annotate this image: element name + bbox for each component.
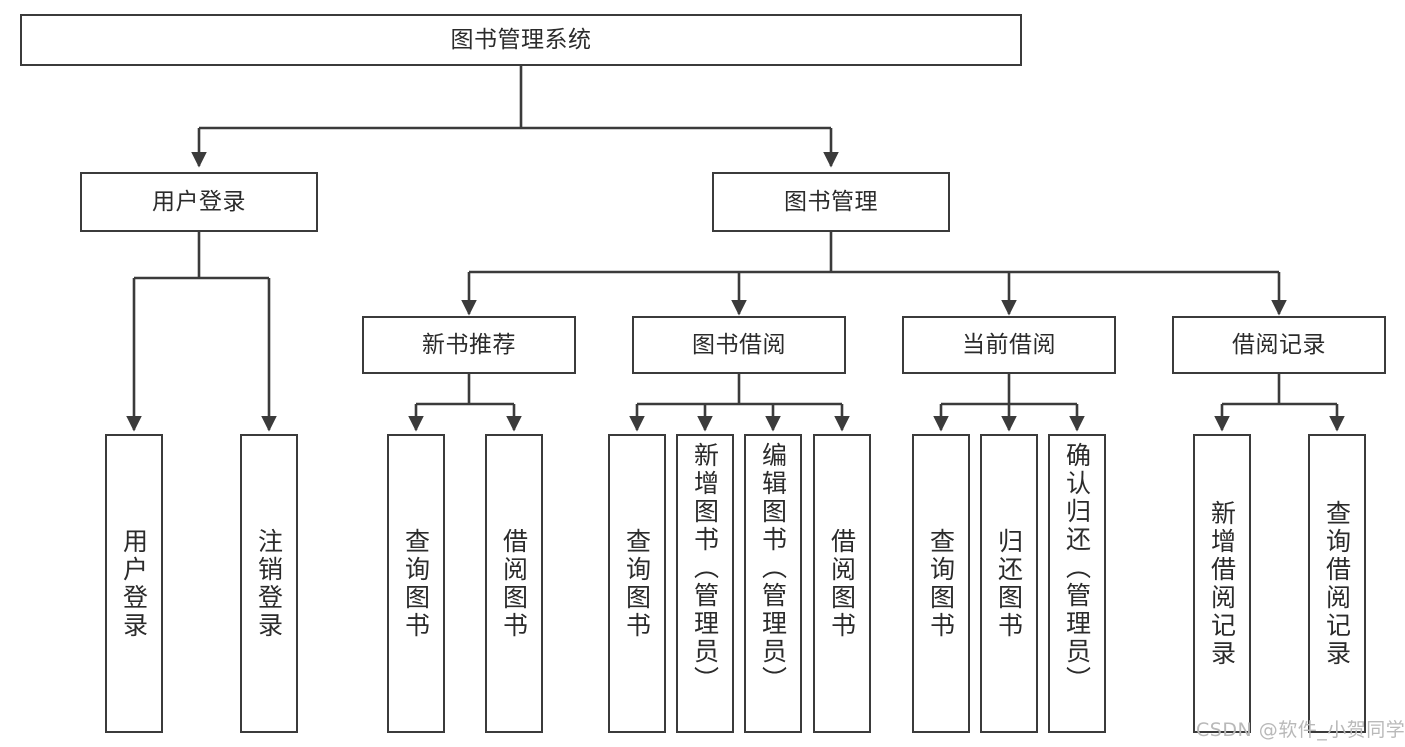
node-new-book-recommend-label: 新书推荐 xyxy=(422,331,516,358)
leaf-logout-login[interactable]: 注销登录 xyxy=(240,434,298,733)
leaf-confirm-return-admin-label: 确认归还（管理员） xyxy=(1062,442,1092,694)
leaf-borrow-book-2-label: 借阅图书 xyxy=(827,527,857,640)
leaf-user-login-label: 用户登录 xyxy=(119,527,149,640)
node-book-borrow[interactable]: 图书借阅 xyxy=(632,316,846,374)
leaf-edit-book-admin-label: 编辑图书（管理员） xyxy=(758,442,788,694)
leaf-add-book-admin[interactable]: 新增图书（管理员） xyxy=(676,434,734,733)
leaf-query-book-2-label: 查询图书 xyxy=(622,527,652,640)
node-current-borrow[interactable]: 当前借阅 xyxy=(902,316,1116,374)
leaf-return-book-label: 归还图书 xyxy=(994,527,1024,640)
leaf-confirm-return-admin[interactable]: 确认归还（管理员） xyxy=(1048,434,1106,733)
leaf-query-borrow-record-label: 查询借阅记录 xyxy=(1322,499,1352,668)
leaf-user-login[interactable]: 用户登录 xyxy=(105,434,163,733)
csdn-watermark: CSDN @软件_小贺同学 xyxy=(1196,719,1405,741)
leaf-query-borrow-record[interactable]: 查询借阅记录 xyxy=(1308,434,1366,733)
leaf-query-book-3[interactable]: 查询图书 xyxy=(912,434,970,733)
leaf-query-book-1[interactable]: 查询图书 xyxy=(387,434,445,733)
leaf-query-book-2[interactable]: 查询图书 xyxy=(608,434,666,733)
leaf-add-borrow-record-label: 新增借阅记录 xyxy=(1207,499,1237,668)
leaf-add-book-admin-label: 新增图书（管理员） xyxy=(690,442,720,694)
node-borrow-record-label: 借阅记录 xyxy=(1232,331,1326,358)
node-root-label: 图书管理系统 xyxy=(450,26,592,53)
node-book-management[interactable]: 图书管理 xyxy=(712,172,950,232)
leaf-query-book-3-label: 查询图书 xyxy=(926,527,956,640)
node-user-login-label: 用户登录 xyxy=(152,188,246,215)
leaf-edit-book-admin[interactable]: 编辑图书（管理员） xyxy=(744,434,802,733)
leaf-query-book-1-label: 查询图书 xyxy=(401,527,431,640)
node-new-book-recommend[interactable]: 新书推荐 xyxy=(362,316,576,374)
leaf-borrow-book-1[interactable]: 借阅图书 xyxy=(485,434,543,733)
leaf-borrow-book-1-label: 借阅图书 xyxy=(499,527,529,640)
node-current-borrow-label: 当前借阅 xyxy=(962,331,1056,358)
node-book-management-label: 图书管理 xyxy=(784,188,878,215)
leaf-logout-login-label: 注销登录 xyxy=(254,527,284,640)
node-book-borrow-label: 图书借阅 xyxy=(692,331,786,358)
leaf-borrow-book-2[interactable]: 借阅图书 xyxy=(813,434,871,733)
node-borrow-record[interactable]: 借阅记录 xyxy=(1172,316,1386,374)
node-root[interactable]: 图书管理系统 xyxy=(20,14,1022,66)
leaf-return-book[interactable]: 归还图书 xyxy=(980,434,1038,733)
leaf-add-borrow-record[interactable]: 新增借阅记录 xyxy=(1193,434,1251,733)
node-user-login[interactable]: 用户登录 xyxy=(80,172,318,232)
